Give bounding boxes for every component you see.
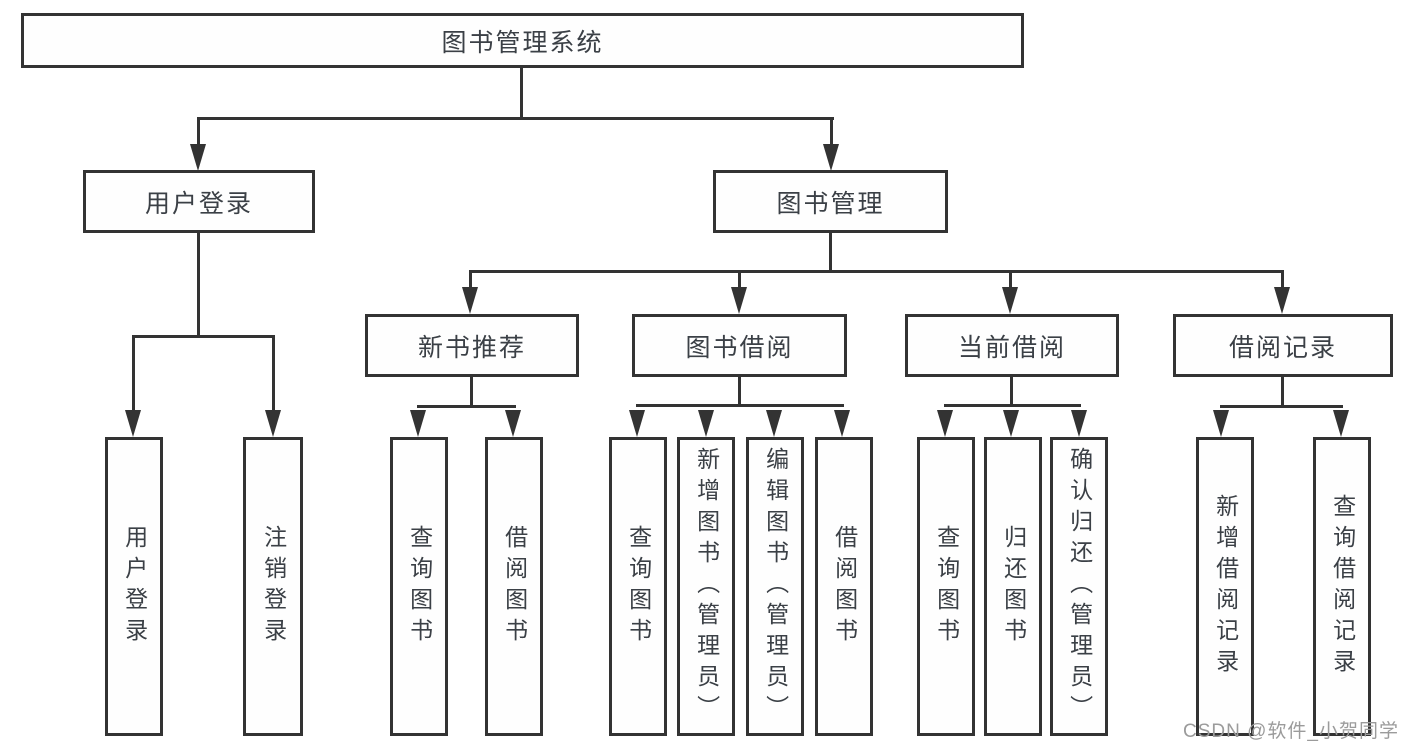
connector-line	[1281, 377, 1284, 408]
node-new-book-recommend: 新书推荐	[365, 314, 579, 377]
leaf-add-book-admin: 新增图书（管理员）	[677, 437, 735, 736]
node-label: 新书推荐	[417, 333, 526, 362]
arrow-down-icon	[462, 287, 478, 314]
node-label: 新增图书（管理员）	[693, 447, 720, 726]
connector-line	[830, 120, 833, 146]
connector-line	[197, 233, 200, 337]
node-label: 查询图书	[625, 524, 652, 649]
leaf-query-book-under-recommend: 查询图书	[390, 437, 448, 736]
arrow-down-icon	[937, 410, 953, 437]
connector-line	[417, 405, 516, 408]
node-label: 当前借阅	[957, 333, 1066, 362]
connector-line	[738, 273, 741, 289]
connector-line	[1010, 377, 1013, 407]
leaf-edit-book-admin: 编辑图书（管理员）	[746, 437, 804, 736]
arrow-down-icon	[125, 410, 141, 437]
connector-line	[1281, 273, 1284, 289]
connector-line	[520, 68, 523, 120]
arrow-down-icon	[766, 410, 782, 437]
connector-line	[132, 338, 135, 412]
connector-line	[1009, 273, 1012, 289]
node-label: 查询图书	[406, 524, 433, 649]
arrow-down-icon	[190, 144, 206, 171]
arrow-down-icon	[698, 410, 714, 437]
arrow-down-icon	[505, 410, 521, 437]
connector-line	[1220, 405, 1343, 408]
connector-line	[829, 233, 832, 273]
node-book-management: 图书管理	[713, 170, 948, 233]
connector-line	[469, 270, 1284, 273]
leaf-add-borrow-record: 新增借阅记录	[1196, 437, 1254, 736]
leaf-user-login: 用户登录	[105, 437, 163, 736]
leaf-return-book: 归还图书	[984, 437, 1042, 736]
node-label: 查询借阅记录	[1329, 493, 1356, 680]
connector-line	[272, 338, 275, 412]
leaf-query-book-under-current: 查询图书	[917, 437, 975, 736]
arrow-down-icon	[629, 410, 645, 437]
arrow-down-icon	[731, 287, 747, 314]
leaf-borrow-book-under-recommend: 借阅图书	[485, 437, 543, 736]
node-user-login: 用户登录	[83, 170, 315, 233]
node-label: 用户登录	[121, 524, 148, 649]
node-label: 确认归还（管理员）	[1066, 447, 1093, 726]
node-book-borrow: 图书借阅	[632, 314, 847, 377]
arrow-down-icon	[823, 144, 839, 171]
node-borrow-records: 借阅记录	[1173, 314, 1393, 377]
arrow-down-icon	[1333, 410, 1349, 437]
node-label: 归还图书	[1000, 524, 1027, 649]
connector-line	[197, 120, 200, 146]
node-label: 新增借阅记录	[1212, 493, 1239, 680]
connector-line	[132, 335, 275, 338]
leaf-logout-login: 注销登录	[243, 437, 303, 736]
arrow-down-icon	[1213, 410, 1229, 437]
arrow-down-icon	[1003, 410, 1019, 437]
arrow-down-icon	[265, 410, 281, 437]
node-label: 用户登录	[144, 189, 253, 218]
node-label: 注销登录	[260, 524, 287, 649]
arrow-down-icon	[410, 410, 426, 437]
connector-line	[470, 377, 473, 408]
node-label: 图书管理系统	[441, 28, 604, 57]
arrow-down-icon	[1274, 287, 1290, 314]
connector-line	[636, 404, 844, 407]
node-label: 借阅图书	[831, 524, 858, 649]
node-current-borrow: 当前借阅	[905, 314, 1119, 377]
connector-line	[197, 117, 834, 120]
leaf-query-book-under-borrow: 查询图书	[609, 437, 667, 736]
node-label: 查询图书	[933, 524, 960, 649]
leaf-query-borrow-record: 查询借阅记录	[1313, 437, 1371, 736]
node-label: 图书管理	[776, 189, 885, 218]
node-library-management-system: 图书管理系统	[21, 13, 1024, 68]
node-label: 编辑图书（管理员）	[762, 447, 789, 726]
csdn-watermark: CSDN @软件_小贺同学	[1183, 721, 1399, 742]
node-label: 借阅记录	[1228, 333, 1337, 362]
arrow-down-icon	[834, 410, 850, 437]
leaf-borrow-book-under-borrow: 借阅图书	[815, 437, 873, 736]
arrow-down-icon	[1071, 410, 1087, 437]
connector-line	[944, 404, 1081, 407]
leaf-confirm-return-admin: 确认归还（管理员）	[1050, 437, 1108, 736]
node-label: 图书借阅	[685, 333, 794, 362]
arrow-down-icon	[1002, 287, 1018, 314]
connector-line	[469, 273, 472, 289]
connector-line	[738, 377, 741, 407]
node-label: 借阅图书	[501, 524, 528, 649]
